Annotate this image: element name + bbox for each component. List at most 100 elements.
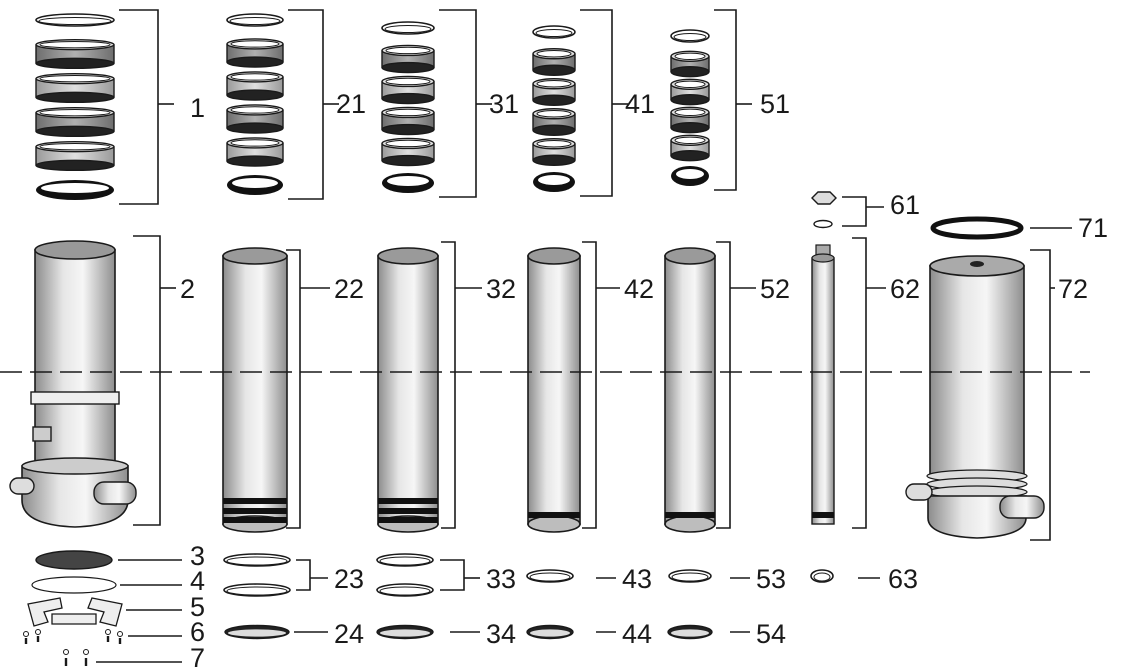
- ring-bottom-edge: [670, 93, 710, 106]
- washer-6: [23, 631, 29, 637]
- label-41: 41: [625, 89, 655, 119]
- seal-ring-inner: [228, 629, 286, 637]
- label-43: 43: [622, 564, 652, 594]
- seal-kit-groups: [35, 9, 752, 205]
- label-22: 22: [334, 274, 364, 304]
- label-61: 61: [890, 190, 920, 220]
- ring-bottom-edge: [35, 57, 115, 70]
- thin-ring-inner: [229, 17, 281, 25]
- flat-ring-inner: [226, 556, 288, 566]
- seal-ring-inner: [530, 629, 570, 637]
- piston-rod-62: [811, 191, 837, 525]
- kit-bracket: [119, 9, 159, 205]
- ring-bottom-edge: [35, 125, 115, 138]
- tube-bottom: [664, 515, 716, 533]
- tube-seal-band: [665, 512, 715, 518]
- bottom-parts: [23, 550, 834, 666]
- label-1: 1: [190, 93, 205, 123]
- ring-bottom-edge: [381, 123, 435, 136]
- seal-kit-4: [670, 9, 752, 191]
- ring-bottom-edge: [226, 122, 284, 134]
- tube-body: [664, 255, 716, 525]
- tube-32: [377, 247, 439, 533]
- label-34: 34: [486, 619, 516, 649]
- ring-top-inner: [674, 108, 706, 117]
- ring-bottom-edge: [670, 65, 710, 78]
- rod-top: [811, 253, 835, 263]
- bracket-72: [1030, 249, 1051, 541]
- tube-bracket: [286, 249, 301, 529]
- ring-bottom-edge: [226, 155, 284, 167]
- ring-bottom-edge: [35, 159, 115, 172]
- ring-bottom-edge: [670, 121, 710, 134]
- ring-top-inner: [674, 52, 706, 60]
- ring-top-inner: [385, 46, 431, 55]
- ring-bottom-edge: [35, 91, 115, 104]
- gasket-4: [31, 576, 117, 594]
- ring-bottom-edge: [670, 149, 710, 162]
- thin-ring-inner: [384, 25, 432, 33]
- tube-seal-band: [223, 498, 287, 504]
- clamp-5c: [87, 597, 123, 627]
- label-24: 24: [334, 619, 364, 649]
- washer-7: [63, 649, 69, 655]
- tube-22: [222, 247, 288, 533]
- label-31: 31: [489, 89, 519, 119]
- label-52: 52: [760, 274, 790, 304]
- c72-pin-right: [999, 495, 1045, 519]
- bracket-61: [842, 196, 867, 227]
- tube-top: [222, 247, 288, 265]
- tube-top: [377, 247, 439, 265]
- label-2: 2: [180, 274, 195, 304]
- thin-ring-inner: [38, 17, 112, 25]
- label-5: 5: [190, 592, 205, 622]
- label-3: 3: [190, 541, 205, 571]
- ring-top-inner: [230, 106, 280, 114]
- clamp-5a: [27, 597, 63, 627]
- label-63: 63: [888, 564, 918, 594]
- seal-ring-inner: [380, 629, 430, 637]
- tube-bracket: [582, 241, 597, 529]
- outer-cylinder-2: [9, 240, 137, 528]
- flat-ring-inner: [379, 586, 431, 596]
- ring-top-inner: [385, 139, 431, 148]
- kit-bracket: [580, 9, 613, 197]
- cylinder-tubes: [9, 191, 1045, 539]
- thin-ring-inner: [535, 29, 573, 37]
- flat-ring-inner: [813, 572, 831, 582]
- washer-6: [35, 629, 41, 635]
- washer-7: [83, 649, 89, 655]
- thin-ring-inner: [673, 33, 707, 41]
- leader-lines: [96, 196, 1072, 663]
- ring-bottom-edge: [532, 94, 576, 106]
- label-62: 62: [890, 274, 920, 304]
- ring-bottom-edge: [381, 61, 435, 74]
- label-54: 54: [756, 619, 786, 649]
- ring-top-inner: [385, 77, 431, 86]
- ring-bottom-edge: [226, 56, 284, 68]
- disc-3: [35, 550, 113, 570]
- ring-top-inner: [39, 142, 111, 151]
- c72-port: [970, 261, 984, 267]
- tube-bottom: [527, 515, 581, 533]
- washer-6: [117, 631, 123, 637]
- flat-ring-inner: [529, 572, 571, 582]
- tube-body: [527, 255, 581, 525]
- ring-top-inner: [385, 108, 431, 117]
- tube-top: [527, 247, 581, 265]
- ring-71: [930, 216, 1024, 240]
- black-ring-hole: [387, 176, 429, 186]
- label-51: 51: [760, 89, 790, 119]
- rod-body: [811, 257, 835, 525]
- ring-top-inner: [39, 108, 111, 117]
- label-23: 23: [334, 564, 364, 594]
- label-4: 4: [190, 566, 205, 596]
- seal-kit-2: [381, 9, 492, 198]
- flat-ring-inner: [671, 572, 709, 582]
- tube-bracket: [852, 237, 867, 529]
- black-ring-hole: [538, 175, 570, 185]
- ring-bottom-edge: [532, 154, 576, 166]
- black-ring-hole: [676, 169, 704, 179]
- ring-top-inner: [674, 136, 706, 145]
